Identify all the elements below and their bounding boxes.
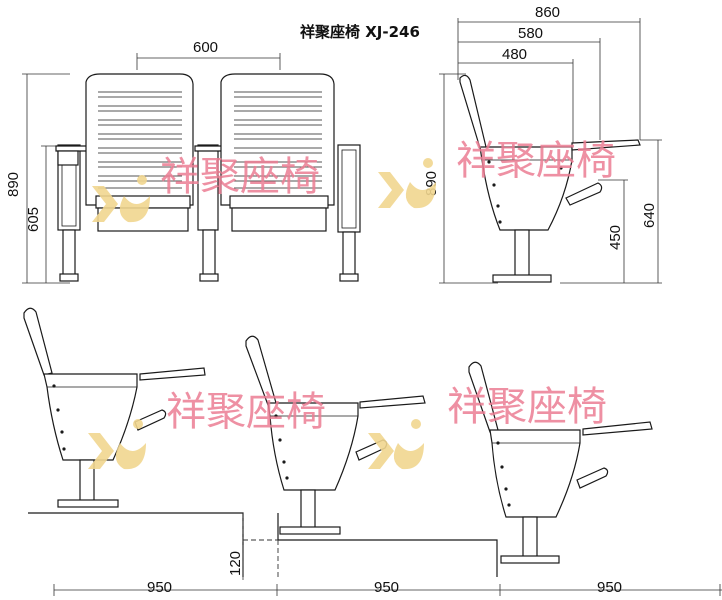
watermark-logo-icon (368, 433, 394, 469)
tiered-chair-1 (23, 307, 206, 508)
tiered-chair-3 (468, 361, 653, 564)
tiered-view: 120 950 950 950 (23, 307, 722, 596)
dim-front-height: 890 (5, 172, 22, 197)
watermark-logo-icon (378, 172, 404, 208)
watermark-text-4: 祥聚座椅 (447, 384, 607, 430)
side-view: 860 580 480 890 450 640 (423, 4, 662, 284)
dim-row-spacing-2: 950 (374, 579, 399, 596)
watermark-2: 祥聚座椅 (378, 138, 616, 209)
dim-side-depth-closed: 480 (502, 46, 527, 63)
tiered-chair-2 (245, 335, 426, 535)
watermark-logo-icon (92, 186, 118, 222)
watermark-logo-icon (88, 433, 114, 469)
dim-side-arm-height: 640 (641, 203, 658, 228)
watermark-text-2: 祥聚座椅 (456, 138, 616, 184)
dim-side-depth-total: 860 (535, 4, 560, 21)
watermark-text-3: 祥聚座椅 (166, 389, 326, 435)
dim-row-spacing-1: 950 (147, 579, 172, 596)
dim-side-depth-open: 580 (518, 25, 543, 42)
watermark-4: 祥聚座椅 (368, 384, 607, 470)
dim-front-armrest-height: 605 (25, 207, 42, 232)
watermark-3: 祥聚座椅 (88, 389, 326, 470)
dim-step-height: 120 (227, 551, 244, 576)
watermark-text-1: 祥聚座椅 (160, 154, 320, 200)
drawing-title: 祥聚座椅 XJ-246 (300, 23, 420, 41)
watermark-1: 祥聚座椅 (92, 154, 320, 223)
front-view: 600 890 605 (5, 39, 361, 284)
dim-side-seat-height: 450 (607, 225, 624, 250)
dim-row-spacing-3: 950 (597, 579, 622, 596)
dim-front-width: 600 (193, 39, 218, 56)
